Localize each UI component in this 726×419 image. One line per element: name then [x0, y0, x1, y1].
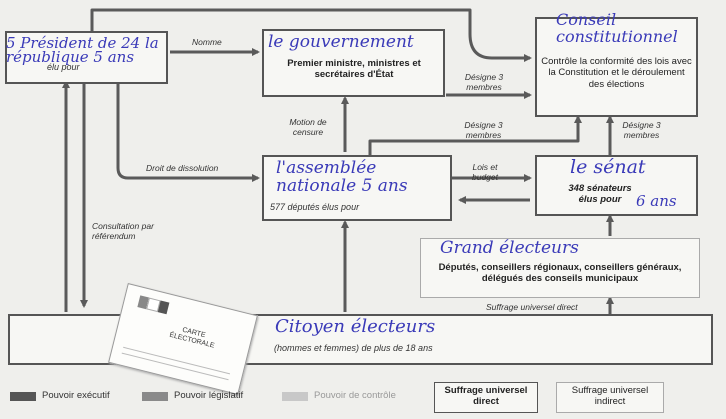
president-printed: élu pour: [47, 62, 80, 72]
conseil-printed: Contrôle la conformité des lois avec la …: [541, 56, 692, 90]
arrow-dissolution: [116, 84, 260, 182]
grands-electeurs-box: [420, 238, 700, 298]
legend-executif: Pouvoir exécutif: [42, 390, 110, 401]
legend-swatch-executif: [10, 392, 36, 401]
conseil-handwritten: Conseil constitutionnel: [556, 10, 678, 46]
card-flag-icon: [137, 295, 170, 315]
label-dissolution: Droit de dissolution: [146, 163, 219, 173]
assemblee-printed: 577 députés élus pour: [270, 202, 360, 212]
senat-duration: 6 ans: [636, 192, 677, 210]
label-designe-1: Désigne 3 membres: [464, 72, 504, 92]
legend-indirect: Suffrage universel indirect: [556, 382, 664, 413]
label-suffrage: Suffrage universel direct: [486, 302, 578, 312]
label-designe-2: Désigne 3 membres: [464, 120, 503, 140]
label-lois: Lois et budget: [472, 162, 498, 182]
legend-direct: Suffrage universel direct: [434, 382, 538, 413]
gouvernement-handwritten: le gouvernement: [268, 32, 414, 52]
grands-electeurs-handwritten: Grand électeurs: [440, 238, 579, 258]
gouvernement-printed: Premier ministre, ministres et secrétair…: [287, 58, 421, 81]
label-nomme: Nomme: [192, 37, 222, 47]
president-box: [5, 31, 168, 84]
label-motion: Motion de censure: [289, 117, 327, 137]
gouvernement-box: [262, 29, 445, 97]
assemblee-handwritten: l'assemblée nationale 5 ans: [276, 158, 408, 196]
president-handwritten: 5 Président de 24 la république 5 ans: [6, 34, 159, 67]
arrow-assemblee-conseil: [368, 115, 582, 155]
legend-swatch-legislatif: [142, 392, 168, 401]
citoyens-handwritten: Citoyen électeurs: [275, 316, 436, 337]
citoyens-printed: (hommes et femmes) de plus de 18 ans: [274, 343, 433, 353]
senat-handwritten: le sénat: [570, 156, 646, 178]
senat-printed: 348 sénateurs élus pour: [568, 183, 632, 206]
assemblee-box: [262, 155, 452, 221]
card-title: CARTE ÉLECTORALE: [168, 326, 215, 351]
grands-electeurs-printed: Députés, conseillers régionaux, conseill…: [438, 262, 682, 285]
legend-swatch-controle: [282, 392, 308, 401]
arrow-president-conseil: [90, 8, 532, 62]
conseil-box: [535, 17, 698, 117]
senat-box: [535, 155, 698, 216]
label-consultation: Consultation par référendum: [92, 221, 154, 241]
label-designe-3: Désigne 3 membres: [622, 120, 661, 140]
legend-legislatif: Pouvoir législatif: [174, 390, 244, 401]
legend-controle: Pouvoir de contrôle: [314, 390, 396, 401]
